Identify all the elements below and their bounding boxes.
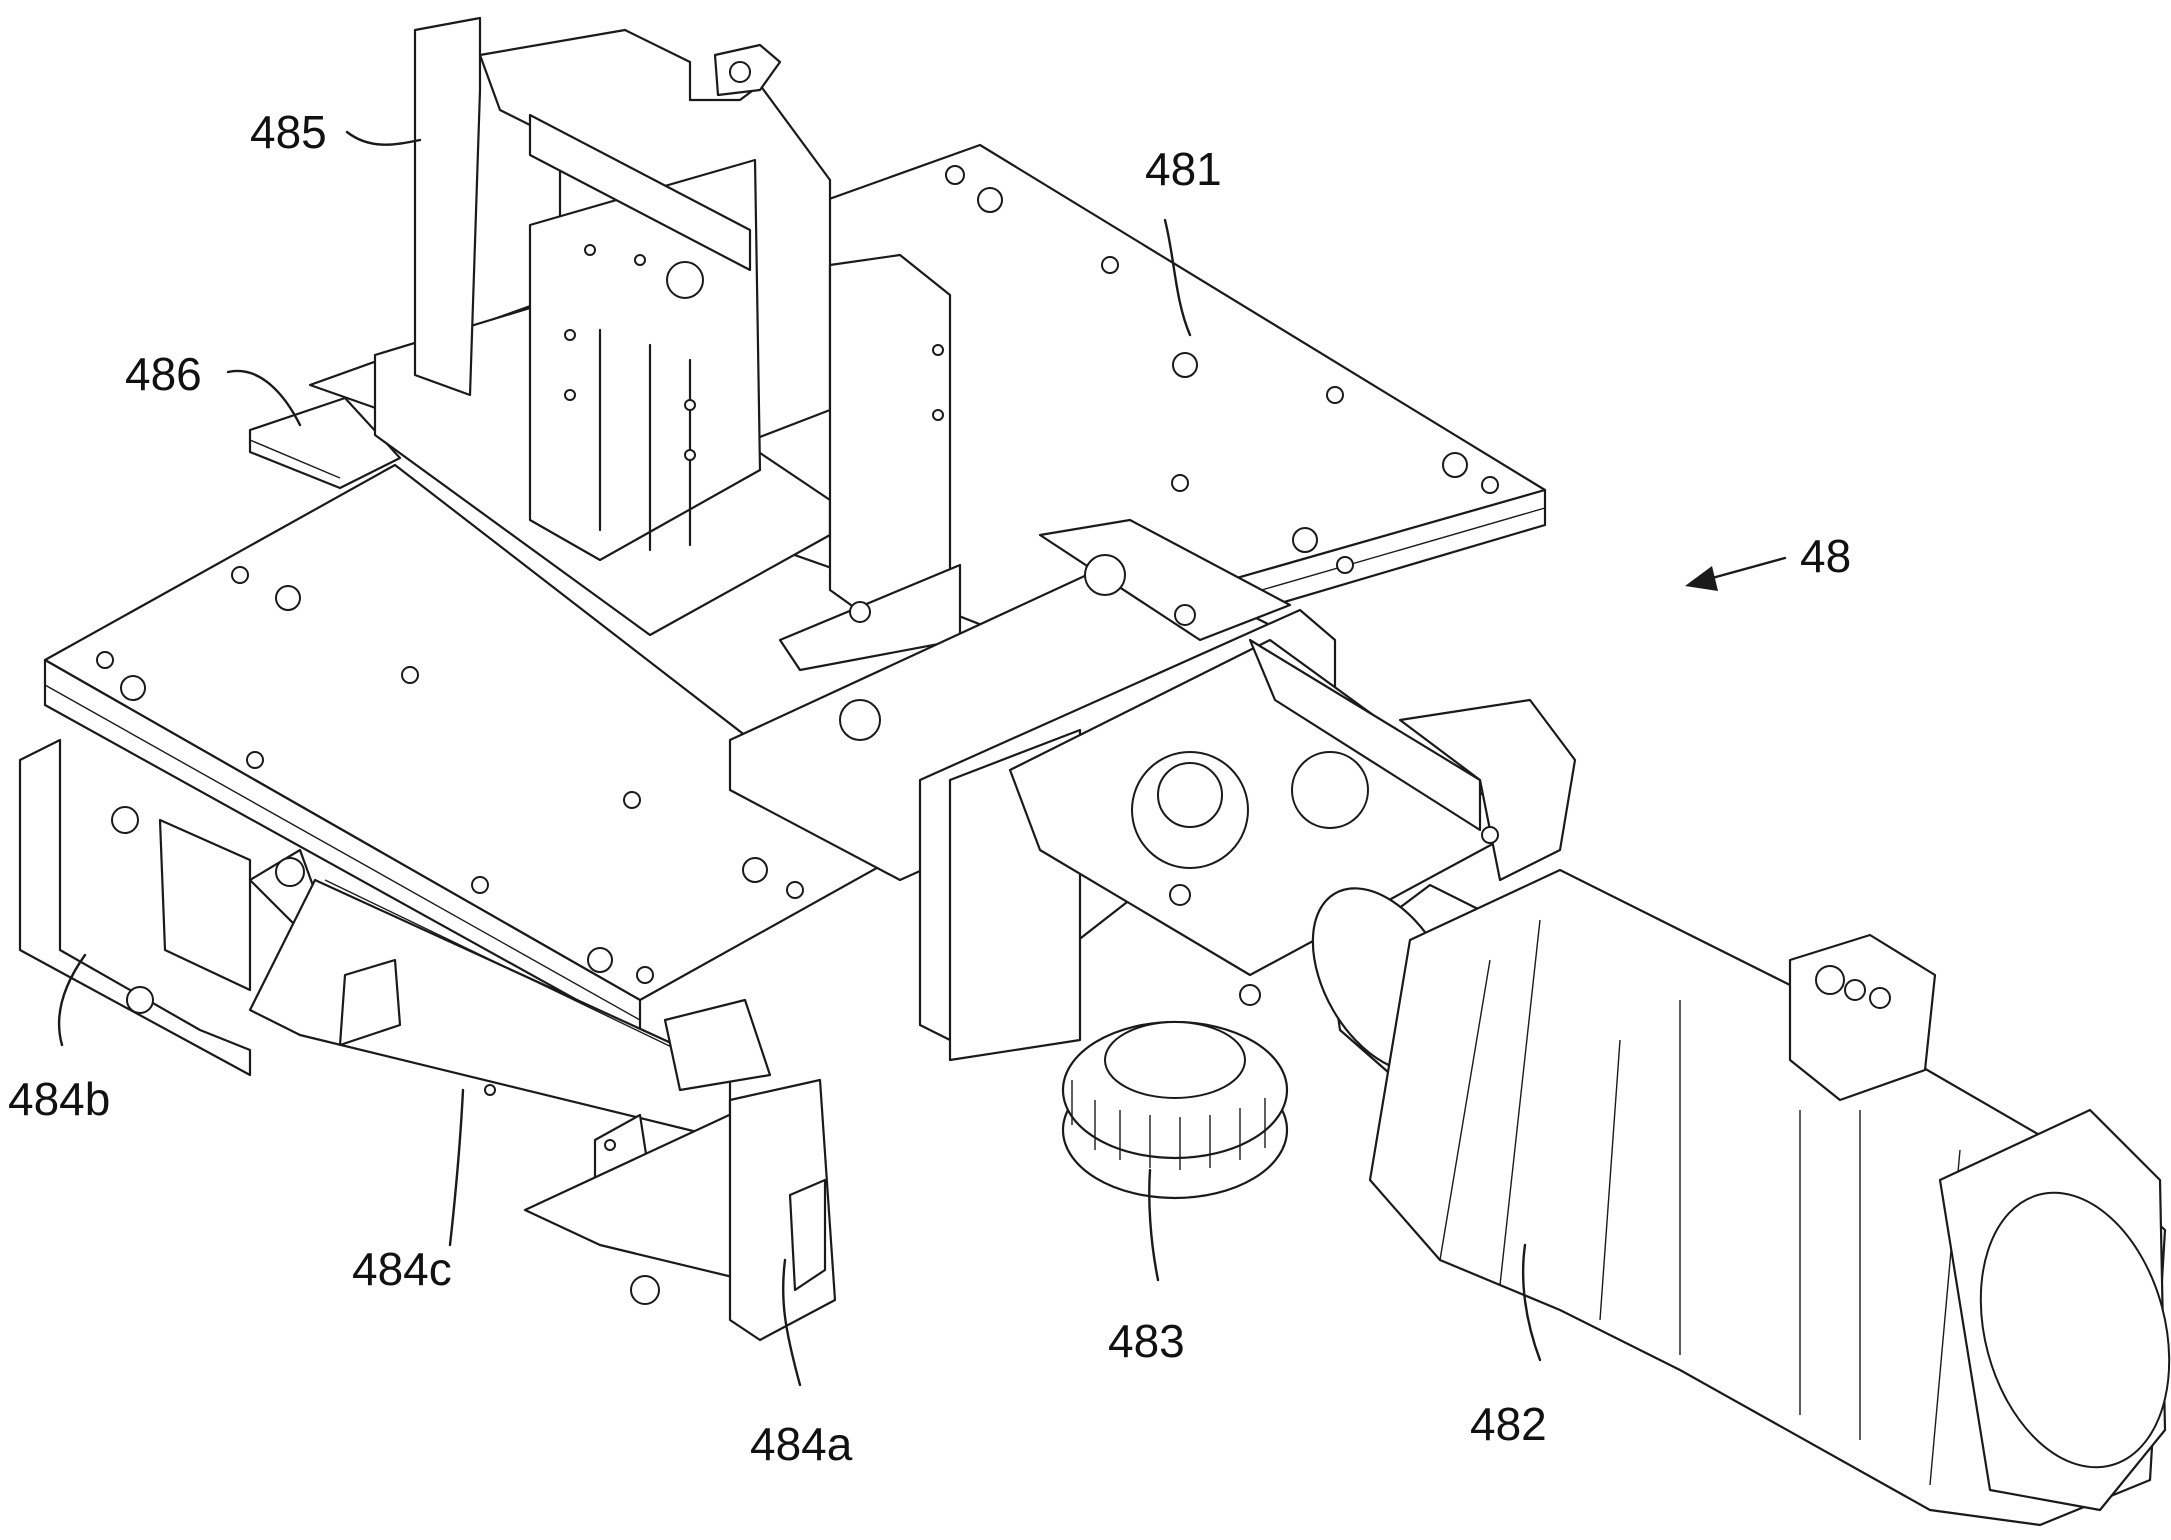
clamp-assembly bbox=[373, 16, 962, 672]
gear-housing bbox=[728, 518, 1577, 1062]
label-48: 48 bbox=[1800, 530, 1851, 582]
motor bbox=[1311, 868, 2171, 1527]
label-482: 482 bbox=[1470, 1398, 1547, 1450]
label-484b: 484b bbox=[8, 1073, 110, 1125]
label-483: 483 bbox=[1108, 1315, 1185, 1367]
carriage bbox=[18, 738, 837, 1342]
label-484a: 484a bbox=[750, 1418, 853, 1470]
pinion-gear bbox=[1061, 1020, 1289, 1200]
side-plate-486 bbox=[248, 396, 402, 490]
label-486: 486 bbox=[125, 348, 202, 400]
label-484c: 484c bbox=[352, 1243, 452, 1295]
label-485: 485 bbox=[250, 106, 327, 158]
leader-lines bbox=[57, 130, 1542, 1387]
assembly-arrow bbox=[1685, 556, 1787, 591]
label-481: 481 bbox=[1145, 143, 1222, 195]
